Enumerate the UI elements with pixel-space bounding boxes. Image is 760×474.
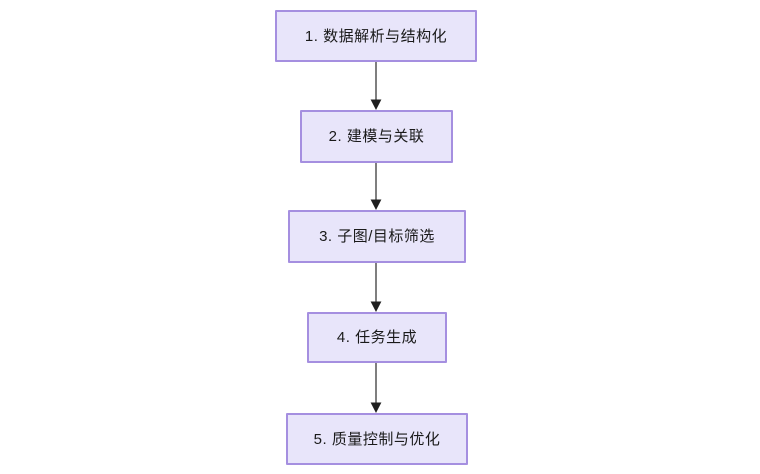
flow-node-5[interactable]: 5. 质量控制与优化 bbox=[286, 413, 468, 465]
flow-node-1-label: 1. 数据解析与结构化 bbox=[304, 27, 448, 45]
flow-edge-2-to-3 bbox=[370, 163, 382, 210]
flow-node-5-label: 5. 质量控制与优化 bbox=[313, 430, 441, 448]
flow-node-3-label: 3. 子图/目标筛选 bbox=[319, 228, 435, 245]
flow-node-2[interactable]: 2. 建模与关联 bbox=[300, 110, 453, 163]
flow-node-4[interactable]: 4. 任务生成 bbox=[307, 312, 447, 363]
flow-edge-1-to-2 bbox=[370, 62, 382, 110]
flow-node-3[interactable]: 3. 子图/目标筛选 bbox=[288, 210, 466, 263]
flow-edge-4-to-5 bbox=[370, 363, 382, 413]
flow-edge-3-to-4 bbox=[370, 263, 382, 312]
flow-node-4-label: 4. 任务生成 bbox=[336, 329, 418, 346]
flow-node-1[interactable]: 1. 数据解析与结构化 bbox=[275, 10, 477, 62]
flow-node-2-label: 2. 建模与关联 bbox=[328, 128, 425, 145]
